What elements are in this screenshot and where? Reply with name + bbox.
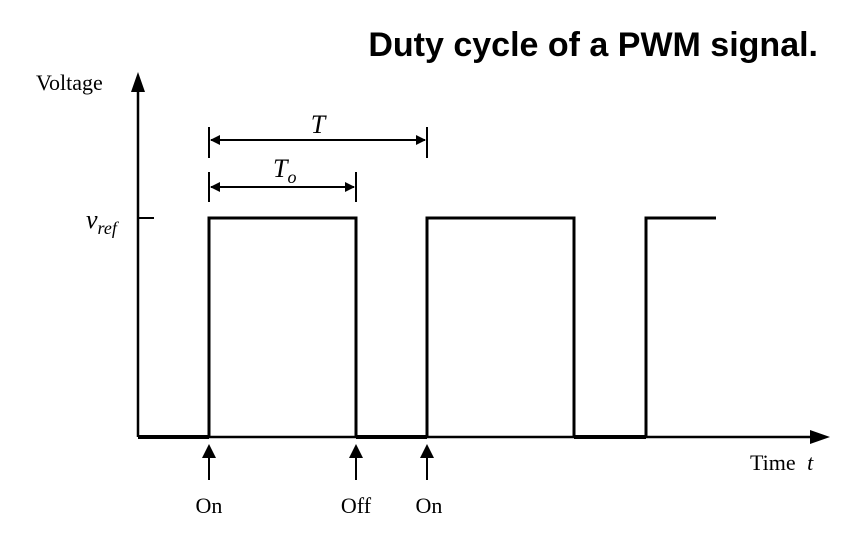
x-axis-arrow bbox=[810, 430, 830, 444]
on-time-label: To bbox=[273, 154, 296, 187]
vref-label: vref bbox=[86, 205, 120, 238]
event-label-on: On bbox=[416, 493, 443, 518]
x-axis-label: Time t bbox=[750, 450, 814, 475]
period-label: T bbox=[311, 110, 327, 139]
event-label-on: On bbox=[196, 493, 223, 518]
pwm-waveform bbox=[207, 216, 358, 437]
diagram-title: Duty cycle of a PWM signal. bbox=[368, 26, 818, 64]
x-axis-label-word: Time bbox=[750, 450, 796, 475]
pwm-waveform bbox=[425, 216, 576, 437]
event-arrow-head bbox=[349, 444, 363, 458]
event-label-off: Off bbox=[341, 493, 372, 518]
y-axis-label: Voltage bbox=[36, 70, 103, 95]
x-axis-label-var: t bbox=[807, 450, 814, 475]
event-arrow-head bbox=[202, 444, 216, 458]
y-axis-arrow bbox=[131, 72, 145, 92]
event-arrow-head bbox=[420, 444, 434, 458]
pwm-waveform bbox=[644, 216, 716, 437]
